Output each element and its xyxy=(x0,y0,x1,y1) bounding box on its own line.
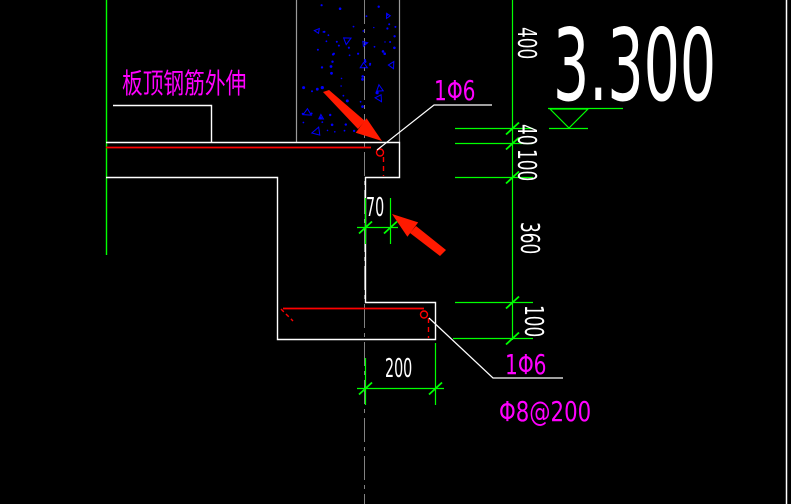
leader-bottom xyxy=(428,317,563,379)
column-edges xyxy=(295,0,401,142)
rebar-bottom xyxy=(280,307,430,338)
elevation-symbol xyxy=(548,107,623,130)
rebar-section-dot-bottom xyxy=(419,310,429,319)
leader-top xyxy=(376,104,492,151)
dim-100-footing-text: 100 xyxy=(518,305,548,337)
dimension-200 xyxy=(357,343,444,405)
dim-360-text: 360 xyxy=(514,222,544,254)
rebar-section-dot-top xyxy=(375,148,385,157)
annotation-arrow-middle xyxy=(392,214,446,256)
dim-70-text: 70 xyxy=(366,192,384,222)
dimension-70 xyxy=(357,198,398,244)
rebar-top xyxy=(106,146,385,176)
annotation-arrow-top xyxy=(323,90,382,141)
dimension-ticks xyxy=(505,121,520,346)
rebar-top-label: 1Φ6 xyxy=(434,74,475,107)
dimension-chain-right xyxy=(453,0,533,346)
dim-200-text: 200 xyxy=(385,353,412,383)
dim-40-text: 40 xyxy=(511,124,541,145)
stirrup-label: Φ8@200 xyxy=(499,395,591,428)
dim-400-text: 400 xyxy=(511,27,541,59)
rebar-bottom-label: 1Φ6 xyxy=(505,348,546,381)
elevation-value: 3.300 xyxy=(553,8,716,125)
dim-100-slab-text: 100 xyxy=(511,149,541,181)
structure-outline xyxy=(106,104,437,341)
slab-note-label: 板顶钢筋外伸 xyxy=(122,67,246,100)
